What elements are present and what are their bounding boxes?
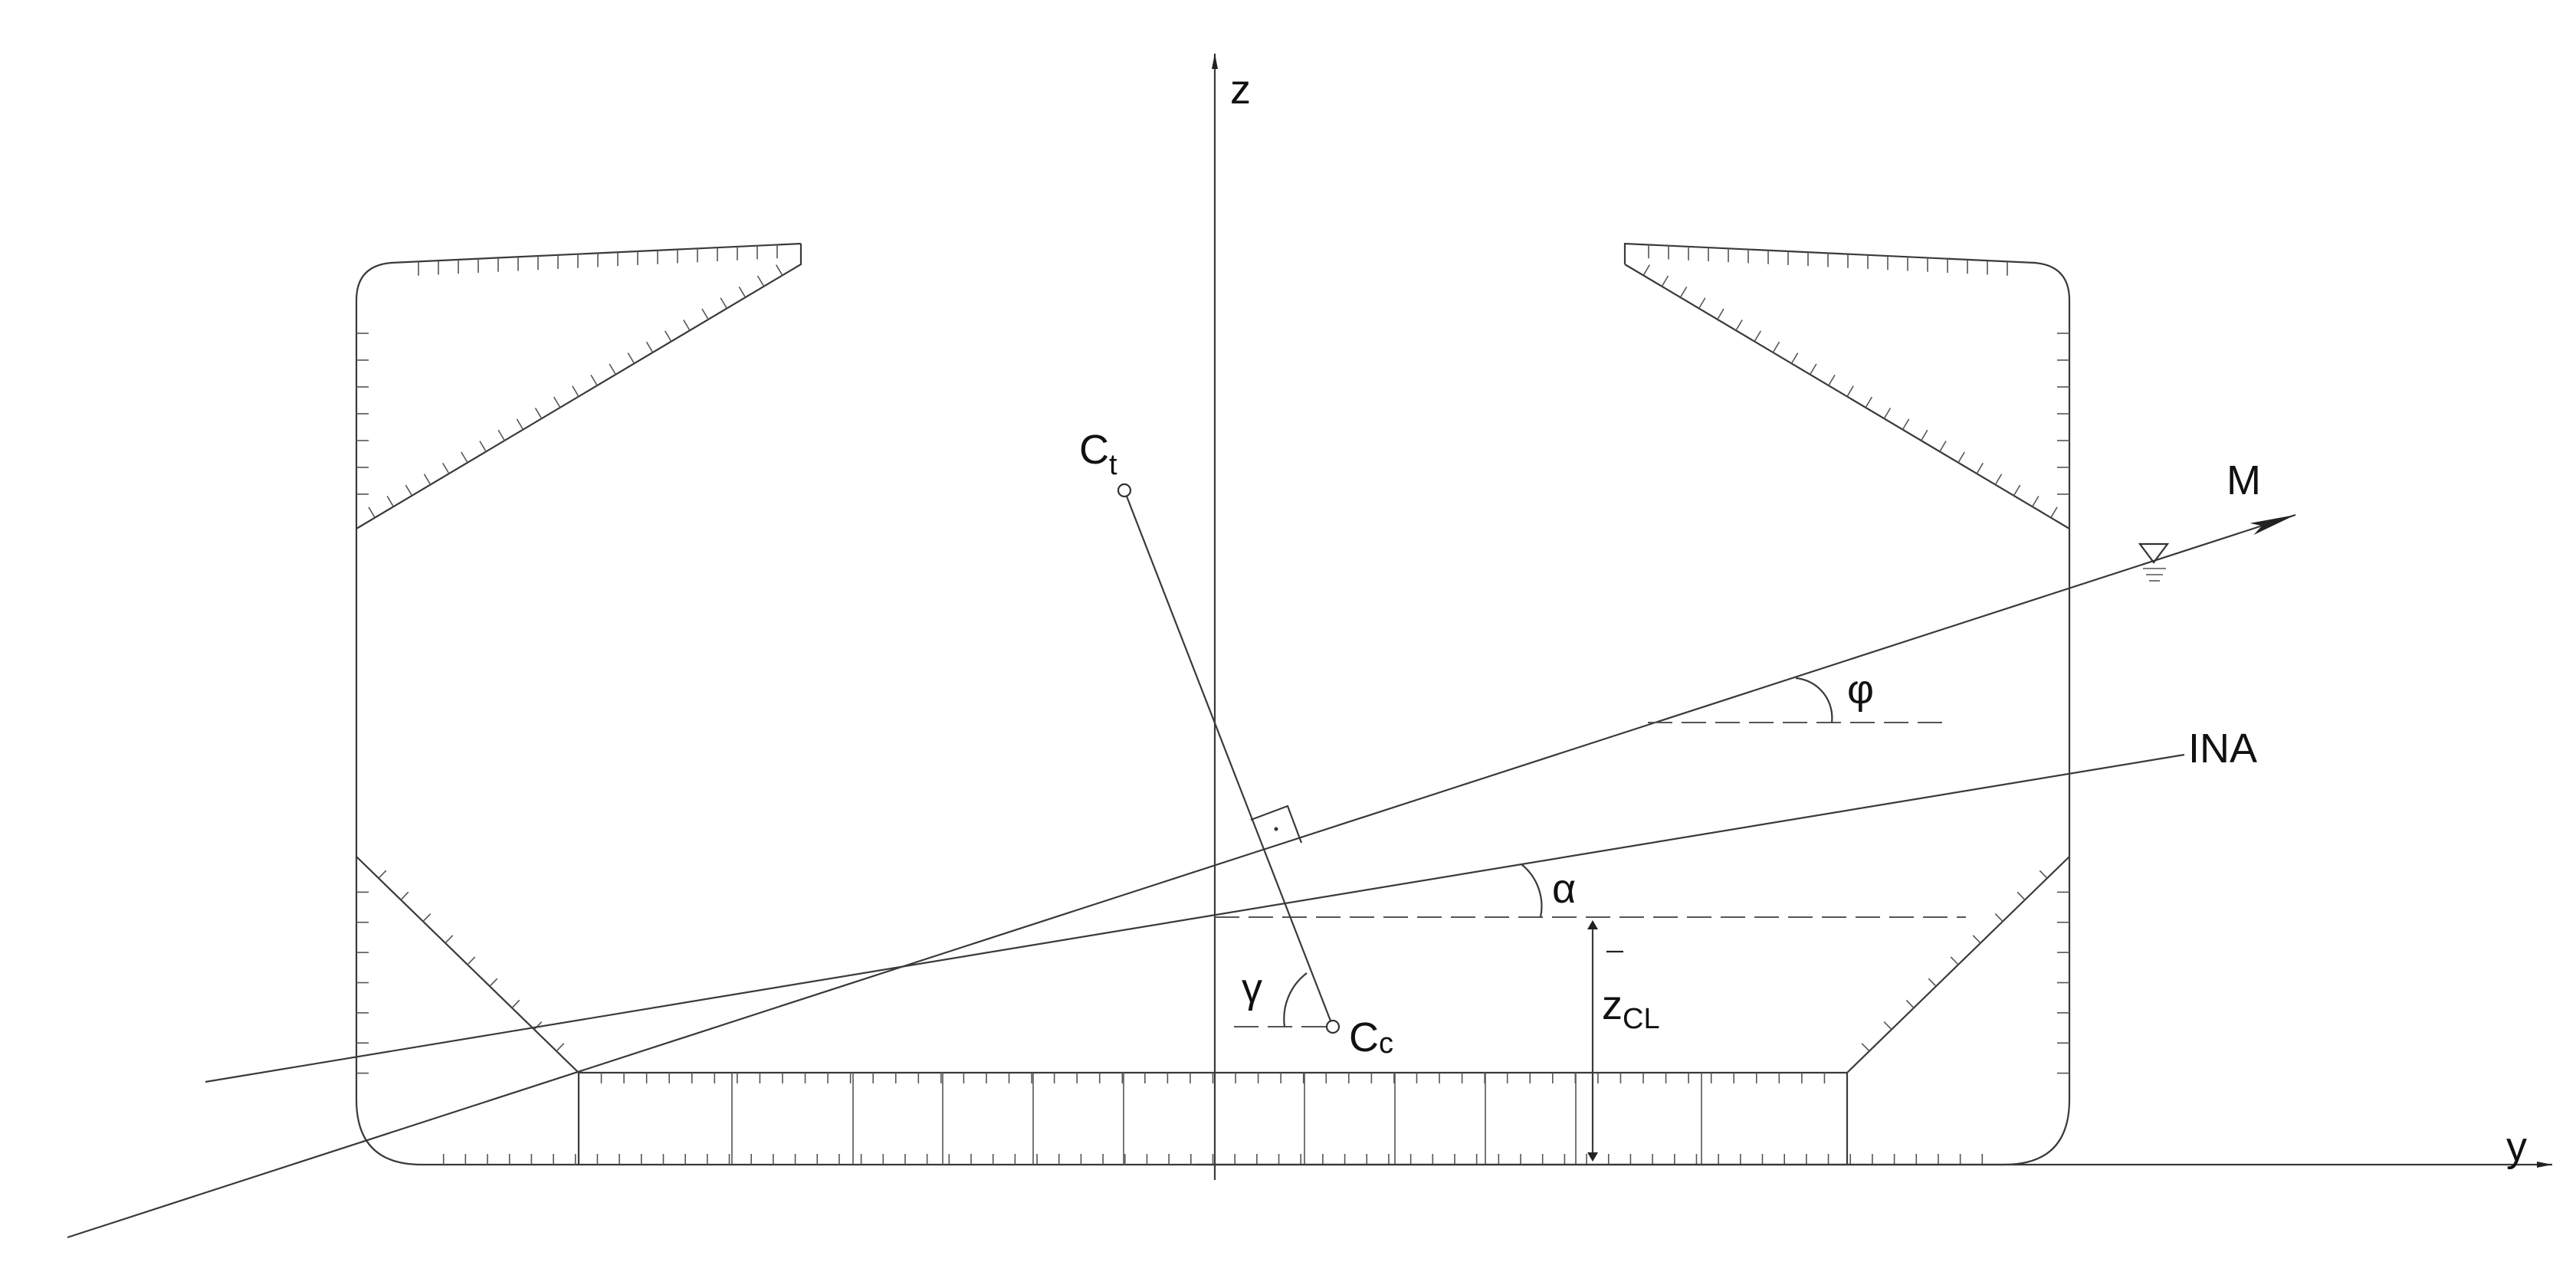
ct-cc-line — [1123, 490, 1334, 1027]
moment-label: M — [2227, 457, 2261, 503]
alpha-arc — [1521, 864, 1543, 918]
alpha-label: α — [1552, 866, 1576, 912]
zcl-label: zCL — [1602, 950, 1660, 1035]
ct-label: Ct — [1079, 427, 1117, 481]
stiffener-ticks — [356, 244, 2069, 1165]
gamma-label: γ — [1242, 965, 1262, 1011]
moment-line — [67, 513, 2296, 1239]
ina-line — [205, 753, 2185, 1083]
svg-text:zCL: zCL — [1602, 982, 1660, 1035]
double-bottom — [577, 1071, 1849, 1165]
waterline-symbol-icon — [2138, 542, 2170, 582]
z-axis-label: z — [1230, 67, 1251, 113]
phi-label: φ — [1847, 667, 1874, 713]
hull-outline — [355, 242, 2071, 1166]
topside-tank-left — [356, 244, 802, 529]
ina-label: INA — [2188, 726, 2257, 772]
ct-point — [1117, 483, 1132, 498]
cc-label: Cc — [1349, 1014, 1393, 1060]
right-angle-mark-icon — [1250, 805, 1303, 844]
y-axis-label: y — [2506, 1124, 2527, 1170]
gamma-arc — [1283, 972, 1308, 1027]
cc-point — [1325, 1019, 1341, 1034]
phi-arc — [1795, 677, 1833, 723]
